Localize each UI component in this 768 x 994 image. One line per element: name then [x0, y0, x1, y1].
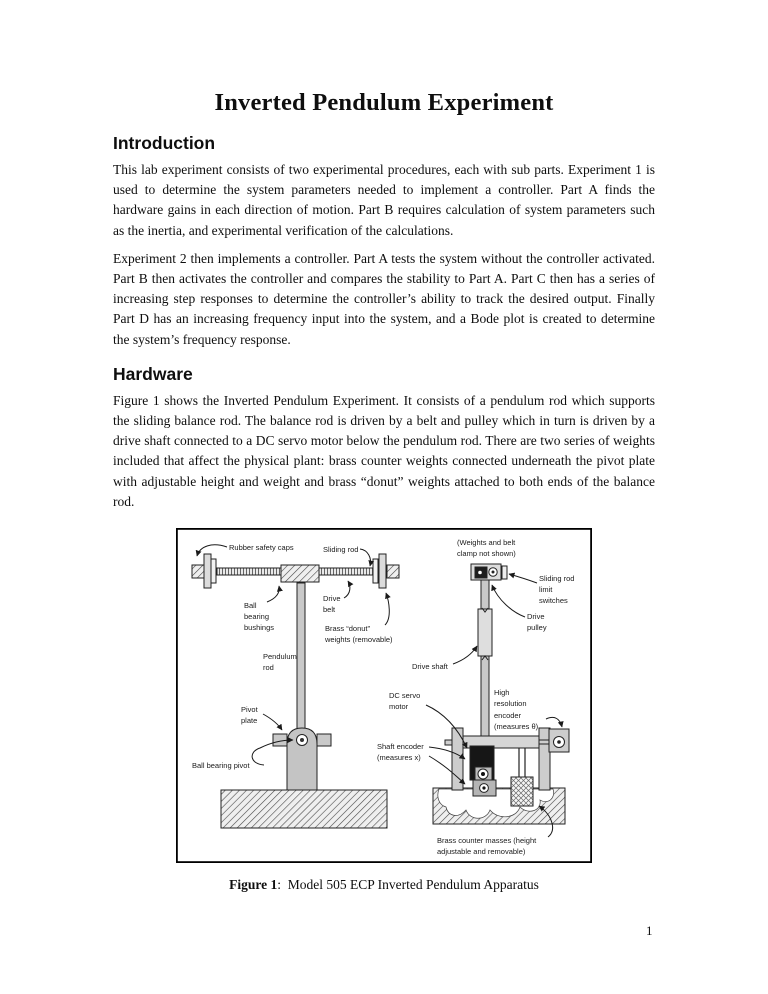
figure-label-weights-note-1: (Weights and belt — [457, 538, 516, 547]
figure-label-limit-switches-2: limit — [539, 585, 553, 594]
figure-leader-lines — [195, 544, 564, 838]
drive-shaft-shape — [480, 577, 490, 737]
leader-ball-bearing-bushings — [266, 585, 283, 603]
figure-label-pivot-plate-2: plate — [241, 716, 257, 725]
leader-sliding-rod — [359, 548, 375, 567]
figure-label-pivot-plate-1: Pivot — [241, 705, 259, 714]
center-hub — [280, 564, 320, 583]
leader-limit-switches — [508, 572, 538, 584]
right-washer — [372, 558, 379, 584]
section-heading-introduction: Introduction — [113, 133, 216, 153]
figure-label-brass-donut-2: weights (removable) — [324, 635, 393, 644]
left-base-block — [220, 789, 388, 829]
figure-caption-label: Figure 1 — [229, 877, 278, 893]
figure-label-brass-counter-2: adjustable and removable) — [437, 847, 526, 856]
left-washer — [210, 558, 217, 584]
figure-1: Rubber safety caps Sliding rod (Weights … — [175, 528, 593, 868]
leader-ball-bearing-pivot — [251, 737, 294, 766]
leader-dc-servo-motor — [425, 704, 468, 749]
figure-caption-text: : Model 505 ECP Inverted Pendulum Appara… — [277, 877, 539, 893]
figure-label-drive-pulley-1: Drive — [527, 612, 545, 621]
figure-label-weights-note-2: clamp not shown) — [457, 549, 516, 558]
shaft-chevron-top — [481, 607, 489, 613]
figure-label-limit-switches-3: switches — [539, 596, 568, 605]
leader-drive-belt — [343, 580, 354, 599]
right-post — [538, 727, 551, 791]
left-safety-cap — [191, 564, 205, 579]
document-content: Inverted Pendulum Experiment Introductio… — [113, 0, 655, 893]
shaft-encoder-dot — [482, 786, 486, 790]
figure-label-limit-switches-1: Sliding rod — [539, 574, 574, 583]
figure-label-brass-counter-1: Brass counter masses (height — [437, 836, 537, 845]
figure-label-high-res-2: resolution — [494, 699, 527, 708]
page-number: 1 — [646, 923, 653, 938]
figure-label-bushings-2: bearing — [244, 612, 269, 621]
pivot-plate-right-wing — [316, 733, 332, 747]
left-donut-weight — [203, 553, 212, 589]
leader-shaft-encoder-upper — [428, 746, 466, 760]
right-donut-weight — [378, 553, 387, 589]
figure-label-drive-belt-1: Drive — [323, 594, 341, 603]
intro-paragraph-1: This lab experiment consists of two expe… — [113, 162, 655, 238]
figure-label-drive-shaft: Drive shaft — [412, 662, 449, 671]
leader-shaft-encoder-lower — [428, 755, 466, 785]
pendulum-rod-shape — [296, 582, 306, 731]
belt-segment — [477, 608, 493, 657]
limit-switch-dot — [478, 570, 482, 575]
figure-label-pendulum-rod-1: Pendulum — [263, 652, 297, 661]
right-safety-cap — [386, 564, 400, 579]
leader-rubber-safety-caps — [195, 544, 228, 557]
figure-label-shaft-encoder-1: Shaft encoder — [377, 742, 424, 751]
leader-high-res-encoder — [545, 716, 564, 728]
figure-label-high-res-4: (measures θ) — [494, 722, 539, 731]
figure-label-drive-belt-2: belt — [323, 605, 336, 614]
figure-label-high-res-3: encoder — [494, 711, 522, 720]
drive-pulley-dot — [491, 570, 495, 574]
shaft-chevron-bottom — [481, 655, 489, 661]
leader-brass-donut-weights — [384, 592, 391, 626]
brass-counter-mass-shape — [510, 776, 534, 807]
figure-label-pendulum-rod-2: rod — [263, 663, 274, 672]
figure-label-rubber-safety-caps: Rubber safety caps — [229, 543, 294, 552]
motor-encoder-dot — [481, 772, 485, 777]
intro-paragraph-2: Experiment 2 then implements a controlle… — [113, 250, 655, 347]
figure-label-sliding-rod: Sliding rod — [323, 545, 358, 554]
axle-stub-right — [538, 739, 550, 745]
leader-drive-pulley — [491, 584, 526, 618]
bracket-side-plate — [501, 565, 508, 580]
figure-label-high-res-1: High — [494, 688, 509, 697]
figure-label-bushings-1: Ball — [244, 601, 257, 610]
figure-label-bushings-3: bushings — [244, 623, 274, 632]
figure-labels: Rubber safety caps Sliding rod (Weights … — [192, 538, 574, 856]
figure-1-diagram: Rubber safety caps Sliding rod (Weights … — [175, 528, 593, 864]
figure-1-caption: Figure 1: Model 505 ECP Inverted Pendulu… — [113, 877, 655, 893]
leader-pivot-plate — [262, 713, 283, 731]
section-heading-hardware: Hardware — [113, 363, 193, 384]
figure-label-dc-servo-1: DC servo — [389, 691, 420, 700]
figure-label-brass-donut-1: Brass “donut” — [325, 624, 371, 633]
figure-label-shaft-encoder-2: (measures x) — [377, 753, 421, 762]
side-view-drawing — [432, 563, 570, 825]
figure-label-drive-pulley-2: pulley — [527, 623, 547, 632]
leader-drive-shaft — [452, 645, 478, 665]
front-view-drawing — [191, 553, 400, 829]
hardware-paragraph-1: Figure 1 shows the Inverted Pendulum Exp… — [113, 392, 655, 509]
leader-brass-counter-masses — [538, 805, 554, 838]
encoder-wheel-dot — [557, 740, 561, 744]
figure-label-ball-bearing-pivot: Ball bearing pivot — [192, 761, 250, 770]
page-title: Inverted Pendulum Experiment — [214, 89, 554, 116]
pivot-center-dot — [300, 738, 304, 743]
figure-label-dc-servo-2: motor — [389, 702, 409, 711]
